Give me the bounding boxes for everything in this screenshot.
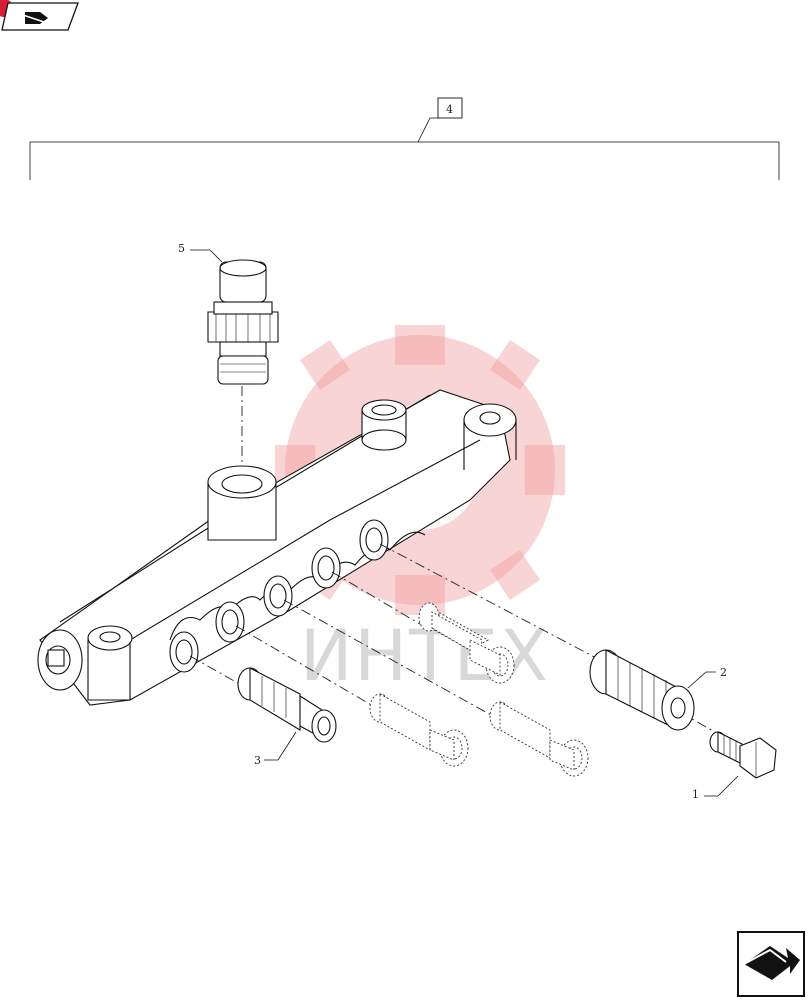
callout-4: 4 xyxy=(446,103,453,116)
sleeve-part-2 xyxy=(589,649,695,731)
insert-dotted-3 xyxy=(489,701,589,777)
insert-dotted-2 xyxy=(369,693,469,767)
callout-1: 1 xyxy=(692,788,699,801)
callout-5: 5 xyxy=(178,242,185,255)
book-nav-icon[interactable] xyxy=(0,0,79,31)
valve-manifold-part xyxy=(37,389,517,706)
callout-2: 2 xyxy=(720,666,727,679)
bolt-part-1 xyxy=(709,731,777,779)
assembly-bracket xyxy=(29,97,780,180)
callout-3: 3 xyxy=(254,754,261,767)
insert-dotted-1 xyxy=(418,602,515,684)
pressure-switch-part xyxy=(207,259,279,385)
insert-part-3 xyxy=(237,667,337,743)
next-page-arrow-icon[interactable] xyxy=(737,931,805,997)
callout-4-box xyxy=(437,97,463,119)
